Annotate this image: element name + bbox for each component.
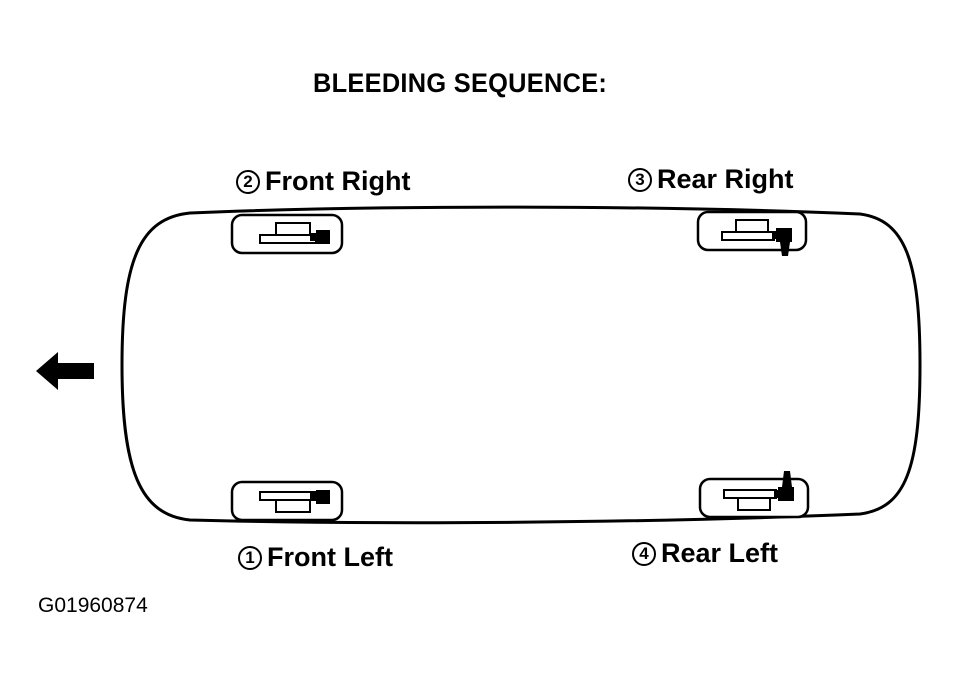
brake-caliper-icon [698, 471, 810, 519]
vehicle-body-outline [120, 205, 922, 525]
figure-code: G01960874 [38, 594, 148, 617]
diagram-title: BLEEDING SEQUENCE: [313, 68, 608, 98]
wheel-label-text: Front Left [267, 542, 393, 572]
brake-caliper-icon [230, 480, 344, 522]
brake-caliper-icon [230, 213, 344, 255]
wheel-label-text: Rear Right [657, 164, 794, 194]
arrow-left-icon [36, 352, 94, 390]
wheel-label-rear-left: 4 Rear Left [632, 538, 778, 569]
sequence-number-badge: 4 [632, 541, 656, 566]
sequence-number-badge: 3 [628, 167, 652, 192]
wheel-label-rear-right: 3 Rear Right [628, 164, 794, 195]
wheel-label-text: Rear Left [661, 538, 779, 568]
wheel-label-front-left: 1 Front Left [238, 542, 393, 573]
brake-caliper-icon [696, 210, 808, 256]
wheel-label-text: Front Right [265, 166, 411, 196]
sequence-number-badge: 1 [238, 545, 262, 570]
wheel-label-front-right: 2 Front Right [236, 166, 410, 197]
sequence-number-badge: 2 [236, 169, 260, 194]
